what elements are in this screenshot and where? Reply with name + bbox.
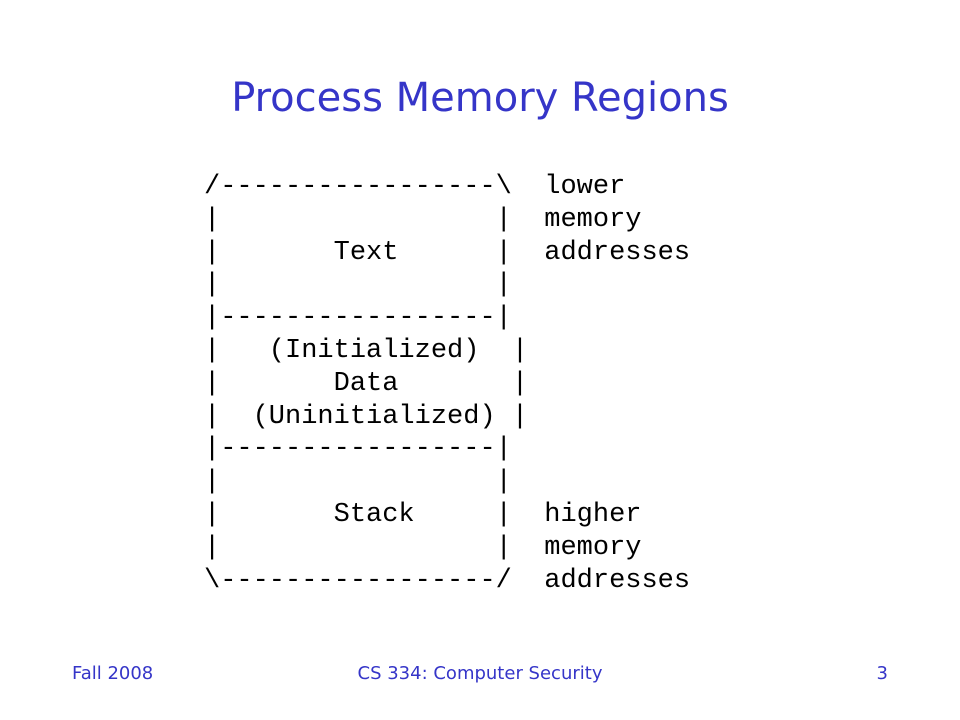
footer-course: CS 334: Computer Security [357,663,603,684]
diagram-line: | | memory [204,204,642,235]
diagram-line-divider: |-----------------| [204,303,512,334]
diagram-line-initialized: | (Initialized) | [204,335,529,366]
diagram-line-stack-region: | Stack | higher [204,499,642,530]
footer-page-number: 3 [876,663,888,684]
diagram-line-text-region: | Text | addresses [204,237,691,268]
diagram-line-top-border: /-----------------\ lower [204,172,626,202]
slide-title: Process Memory Regions [231,75,729,121]
diagram-line-uninitialized: | (Uninitialized) | [204,401,529,432]
diagram-line-data-region: | Data | [204,368,529,399]
diagram-line-bottom-border: \-----------------/ addresses [204,565,691,596]
diagram-line: | | memory [204,532,642,563]
memory-regions-diagram: /-----------------\ lower| | memory| Tex… [204,171,690,597]
diagram-line: | | [204,270,512,301]
footer-date: Fall 2008 [72,663,154,684]
diagram-line-divider: |-----------------| [204,434,512,465]
diagram-line: | | [204,467,512,498]
